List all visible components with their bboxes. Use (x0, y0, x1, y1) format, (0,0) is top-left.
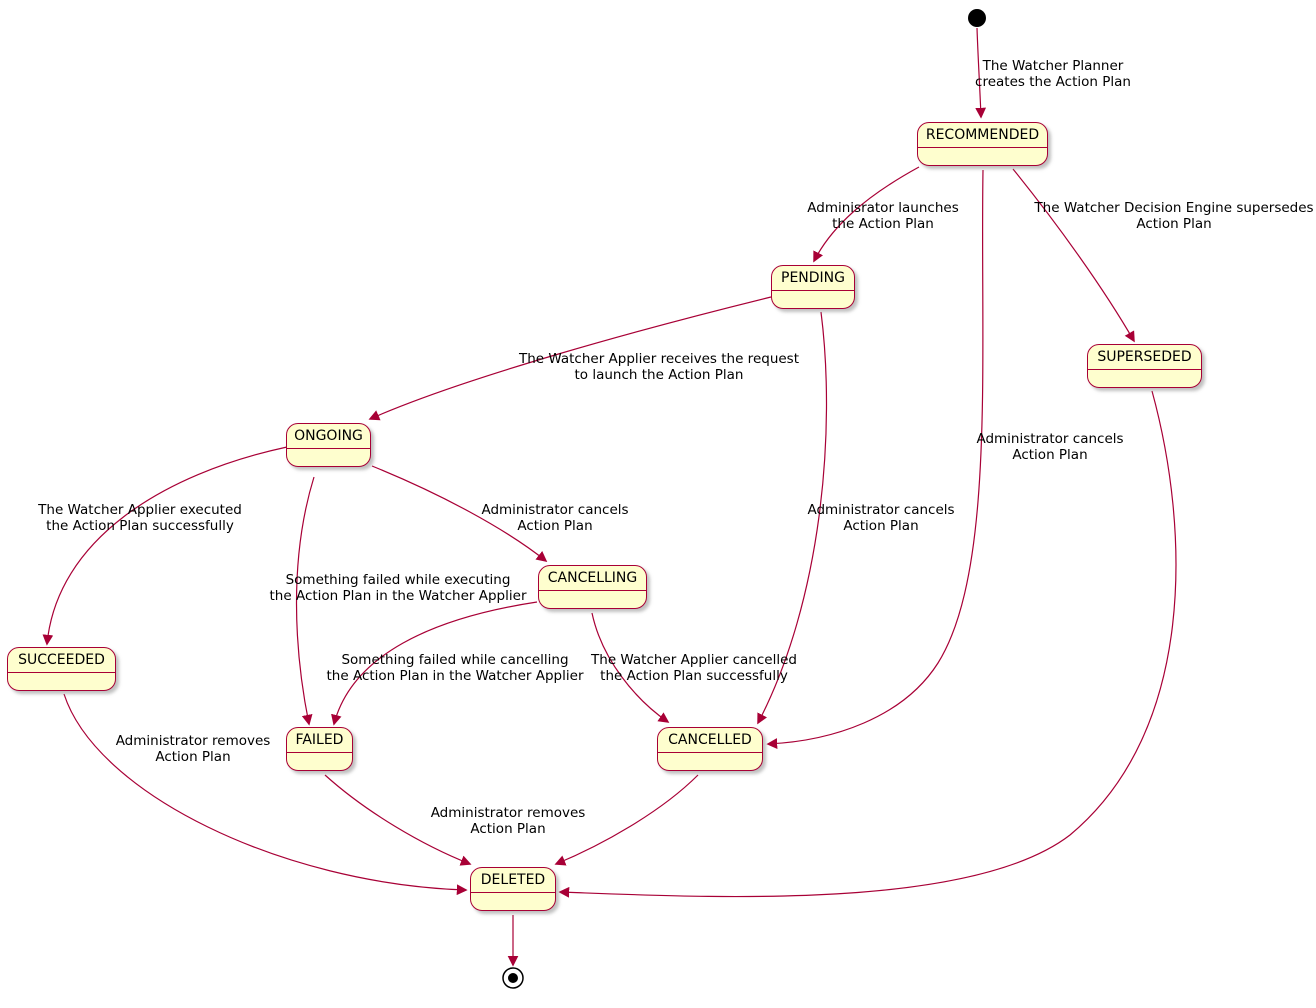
edge-label-line: The Watcher Applier cancelled (591, 652, 797, 668)
edge-recommended-superseded (1012, 168, 1135, 343)
edge-label-line: Action Plan (1012, 447, 1088, 463)
state-body (471, 893, 555, 910)
edge-label-line: The Watcher Applier executed (38, 502, 242, 518)
edge-label-succeeded-deleted: Administrator removes Action Plan (116, 733, 271, 765)
edge-superseded-deleted (558, 390, 1177, 898)
state-label: DELETED (471, 868, 555, 893)
edge-ongoing-cancelling (371, 465, 548, 563)
edge-label-line: Administrator removes (430, 805, 586, 821)
edge-label-ongoing-cancelling: Administrator cancels Action Plan (481, 502, 628, 534)
edge-label-line: Action Plan (517, 518, 593, 534)
edge-label-line: Action Plan (470, 821, 546, 837)
edge-label-recommended-cancelled: Administrator cancels Action Plan (976, 431, 1123, 463)
edge-label-recommended-superseded: The Watcher Decision Engine supersedes A… (1034, 200, 1313, 232)
edge-cancelling-failed (331, 601, 538, 726)
edge-label-line: Action Plan (1136, 216, 1212, 232)
edge-label-ongoing-succeeded: The Watcher Applier executed the Action … (38, 502, 242, 534)
state-label: SUCCEEDED (8, 648, 115, 673)
state-pending: PENDING (771, 265, 855, 309)
state-body (287, 753, 352, 770)
edge-label-cancelling-failed: Something failed while cancelling the Ac… (327, 652, 584, 684)
edge-label-line: Action Plan (843, 518, 919, 534)
edge-ongoing-succeeded (42, 446, 288, 646)
state-body (918, 148, 1047, 165)
edge-label-cancelling-cancelled: The Watcher Applier cancelled the Action… (591, 652, 797, 684)
edge-label-recommended-pending: Adminisrator launches the Action Plan (807, 200, 958, 232)
edge-label-failed-deleted: Administrator removes Action Plan (431, 805, 586, 837)
edge-label-line: the Action Plan in the Watcher Applier (269, 588, 527, 604)
edge-label-line: creates the Action Plan (975, 74, 1131, 90)
state-failed: FAILED (286, 727, 353, 771)
state-body (658, 753, 762, 770)
state-recommended: RECOMMENDED (917, 122, 1048, 166)
state-body (287, 449, 370, 466)
state-label: CANCELLING (539, 566, 646, 591)
state-label: PENDING (772, 266, 854, 291)
edge-label-pending-cancelled: Administrator cancels Action Plan (807, 502, 954, 534)
edge-initial-recommended (975, 27, 987, 119)
edge-recommended-cancelled (766, 169, 984, 749)
state-label: ONGOING (287, 424, 370, 449)
edge-recommended-pending (813, 166, 920, 263)
edge-succeeded-deleted (63, 693, 468, 896)
edge-label-line: Administrator removes (115, 733, 271, 749)
edge-label-line: Action Plan (155, 749, 231, 765)
state-body (772, 291, 854, 308)
edge-failed-deleted (324, 774, 472, 866)
edge-label-line: The Watcher Decision Engine supersedes (1034, 200, 1314, 216)
edge-pending-ongoing (368, 296, 772, 421)
edge-label-line: Administrator cancels (976, 431, 1124, 447)
state-superseded: SUPERSEDED (1087, 344, 1202, 388)
edge-label-line: Administrator cancels (481, 502, 629, 518)
edge-label-line: Something failed while cancelling (341, 652, 569, 668)
state-label: RECOMMENDED (918, 123, 1047, 148)
final-state-marker (502, 967, 524, 989)
edge-label-initial-recommended: The Watcher Planner creates the Action P… (975, 58, 1131, 90)
edge-label-pending-ongoing: The Watcher Applier receives the request… (519, 351, 799, 383)
state-label: CANCELLED (658, 728, 762, 753)
state-ongoing: ONGOING (286, 423, 371, 467)
state-cancelling: CANCELLING (538, 565, 647, 609)
edge-label-line: The Watcher Applier receives the request (518, 351, 800, 367)
edge-label-line: the Action Plan in the Watcher Applier (326, 668, 584, 684)
edge-cancelled-deleted (554, 774, 699, 866)
state-cancelled: CANCELLED (657, 727, 763, 771)
initial-state-marker (968, 9, 986, 27)
state-body (539, 591, 646, 608)
edge-label-line: the Action Plan successfully (600, 668, 788, 684)
edge-label-line: Something failed while executing (285, 572, 511, 588)
state-body (8, 673, 115, 690)
state-body (1088, 370, 1201, 387)
state-label: SUPERSEDED (1088, 345, 1201, 370)
edge-label-line: to launch the Action Plan (574, 367, 744, 383)
edge-label-line: Administrator cancels (807, 502, 955, 518)
edge-cancelling-cancelled (591, 612, 670, 723)
edge-label-line: the Action Plan (832, 216, 934, 232)
edge-label-ongoing-failed: Something failed while executing the Act… (270, 572, 527, 604)
edge-label-line: Adminisrator launches (807, 200, 959, 216)
state-succeeded: SUCCEEDED (7, 647, 116, 691)
edge-label-line: The Watcher Planner (982, 58, 1124, 74)
edge-pending-cancelled (757, 311, 828, 725)
edge-ongoing-failed (295, 476, 315, 726)
state-deleted: DELETED (470, 867, 556, 911)
state-label: FAILED (287, 728, 352, 753)
edge-label-line: the Action Plan successfully (46, 518, 234, 534)
